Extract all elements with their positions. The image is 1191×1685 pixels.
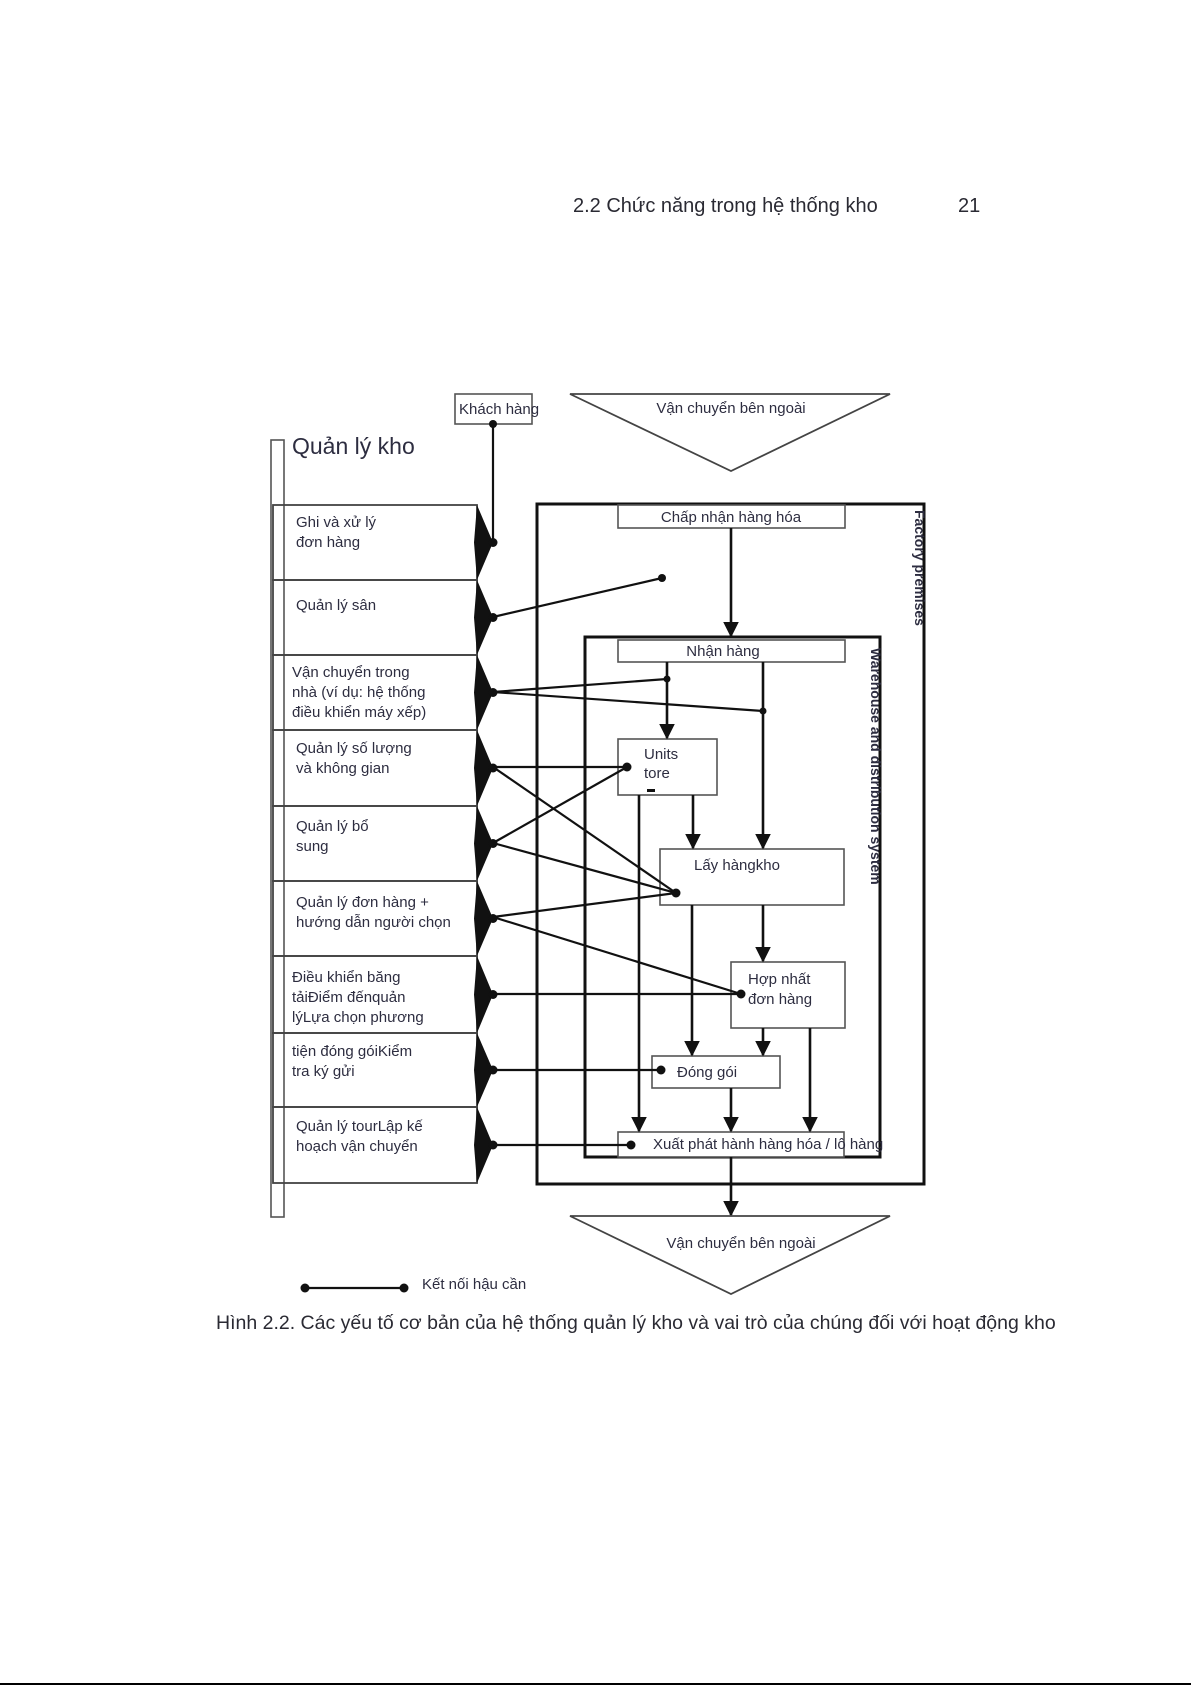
conn-transport-picking xyxy=(492,690,764,713)
customer-box xyxy=(454,393,533,425)
external-transport-out: Vận chuyển bên ngoài xyxy=(569,1215,891,1296)
transport-in-label: Vận chuyển bên ngoài xyxy=(656,400,805,417)
conn-order-consolidation xyxy=(492,915,742,996)
connector-wedge xyxy=(474,881,493,956)
legend-dot-right xyxy=(399,1283,409,1293)
goods-acceptance-label: Chấp nhận hàng hóa xyxy=(661,509,802,526)
management-function-label: Vận chuyển trong xyxy=(292,664,410,681)
factory-premises-label: Factory premises xyxy=(912,510,928,626)
connection-dot xyxy=(658,574,666,582)
unit-store-mark xyxy=(647,789,655,792)
figure-caption: Hình 2.2. Các yếu tố cơ bản của hệ thống… xyxy=(216,1312,1056,1334)
connector-wedge xyxy=(474,580,493,655)
conn-quantity-picking xyxy=(492,766,677,894)
management-function-label: Quản lý sân xyxy=(296,597,376,614)
connection-dot xyxy=(736,989,746,999)
packing-box xyxy=(651,1055,781,1089)
customer-node: Khách hàng xyxy=(454,393,539,425)
receiving-box xyxy=(617,639,846,663)
legend: Kết nối hậu cần xyxy=(300,1276,526,1293)
connector-wedge xyxy=(474,1107,493,1183)
management-function-label: Quản lý tourLập kế xyxy=(296,1118,423,1135)
management-function-label: lýLựa chọn phương xyxy=(292,1009,424,1026)
connection-dot xyxy=(671,888,681,898)
management-side-bar xyxy=(270,439,285,1218)
management-function-label: tiện đóng góiKiểm xyxy=(292,1043,412,1060)
external-transport-in: Vận chuyển bên ngoài xyxy=(569,393,891,472)
management-function-label: Quản lý đơn hàng + xyxy=(296,894,429,911)
dispatch-label: Xuất phát hành hàng hóa / lô hàng xyxy=(653,1136,883,1153)
management-function-label: sung xyxy=(296,838,329,855)
connection-dot xyxy=(626,1140,636,1150)
legend-dot-left xyxy=(300,1283,310,1293)
connector-wedge xyxy=(474,1033,493,1107)
conn-order-picking xyxy=(492,891,677,919)
management-function-label: điều khiển máy xếp) xyxy=(292,704,426,721)
connector-wedge xyxy=(474,806,493,881)
conn-transport-unit xyxy=(492,677,668,694)
consolidation-box xyxy=(730,961,846,1029)
picking-label: Lấy hàngkho xyxy=(694,857,780,874)
bottom-rule xyxy=(0,1683,1191,1685)
management-function-label: và không gian xyxy=(296,760,389,777)
connection-dot xyxy=(488,613,498,622)
dispatch-box xyxy=(617,1131,845,1158)
conn-replenish-picking xyxy=(492,841,677,895)
logistics-connections xyxy=(489,420,767,1150)
management-function-label: hướng dẫn người chọn xyxy=(296,914,451,931)
packing-label: Đóng gói xyxy=(677,1064,737,1081)
connection-dot xyxy=(489,420,497,428)
connector-wedge xyxy=(474,956,493,1033)
management-function-box xyxy=(272,579,478,656)
transport-triangle-top xyxy=(569,393,891,472)
unit-store-label-line2: tore xyxy=(644,765,670,782)
management-function-label: Quản lý bổ xyxy=(296,818,369,835)
management-function-label: đơn hàng xyxy=(296,534,360,551)
transport-triangle-bottom xyxy=(569,1215,891,1296)
management-function-label: tảiĐiểm đếnquản xyxy=(292,989,405,1006)
connection-dot xyxy=(759,707,767,715)
running-header: 2.2 Chức năng trong hệ thống kho xyxy=(573,195,878,217)
consolidation-label-line1: Hợp nhất xyxy=(748,971,811,988)
legend-label: Kết nối hậu cần xyxy=(422,1276,526,1293)
conn-yard xyxy=(492,576,663,619)
management-function-label: hoạch vận chuyển xyxy=(296,1138,418,1155)
connector-wedge xyxy=(474,505,493,580)
connection-dot xyxy=(622,762,632,772)
connector-wedge xyxy=(474,730,493,806)
management-function-label: Quản lý số lượng xyxy=(296,740,412,757)
page-number: 21 xyxy=(958,195,981,217)
management-title: Quản lý kho xyxy=(292,433,415,459)
unit-store-label-line1: Units xyxy=(644,746,678,763)
management-function-label: Ghi và xử lý xyxy=(296,514,377,531)
transport-out-label: Vận chuyển bên ngoài xyxy=(666,1235,815,1252)
warehouse-label: Warehouse and distribution system xyxy=(868,648,884,885)
picking-box xyxy=(659,848,845,906)
management-function-label: tra ký gửi xyxy=(292,1063,355,1080)
connector-wedge xyxy=(474,655,493,730)
connection-dot xyxy=(663,675,671,683)
consolidation-label-line2: đơn hàng xyxy=(748,991,812,1008)
receiving-label: Nhận hàng xyxy=(686,643,759,660)
management-function-label: nhà (ví dụ: hệ thống xyxy=(292,684,425,701)
conn-replenish-unit-store xyxy=(492,766,628,844)
management-function-label: Điều khiển băng xyxy=(292,969,400,986)
customer-label: Khách hàng xyxy=(459,401,539,418)
connection-dot xyxy=(656,1065,666,1075)
